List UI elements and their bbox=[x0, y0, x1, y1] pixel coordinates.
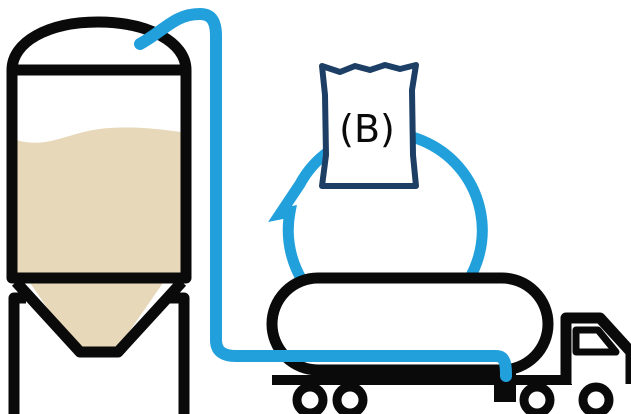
bag-icon: (B) bbox=[322, 65, 416, 186]
silo-content-fill bbox=[16, 127, 181, 352]
bag-label: (B) bbox=[339, 107, 395, 151]
truck-wheel bbox=[524, 387, 550, 413]
truck-wheel bbox=[583, 387, 609, 413]
tanker-truck-icon bbox=[272, 278, 631, 413]
truck-wheel bbox=[337, 387, 363, 413]
truck-chassis bbox=[272, 375, 572, 385]
truck-wheels bbox=[297, 387, 609, 413]
silo-leg-left bbox=[14, 298, 26, 414]
silo-icon bbox=[12, 22, 186, 414]
truck-wheel bbox=[297, 387, 323, 413]
silo-leg-right bbox=[168, 298, 184, 414]
